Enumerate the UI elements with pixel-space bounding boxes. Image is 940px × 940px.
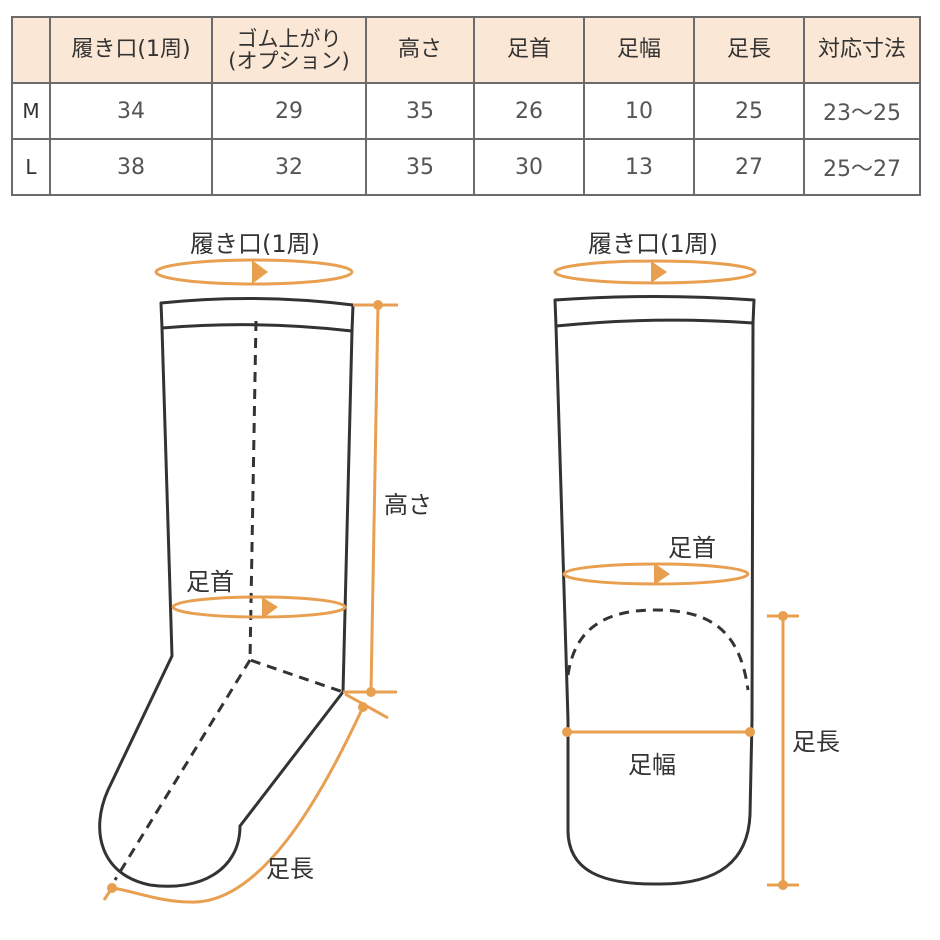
cell-value: 34 [49,82,213,140]
header-height: 高さ [365,16,475,84]
left-sock-diagram [98,258,799,904]
header-blank [11,16,51,84]
cell-value: 23〜25 [803,82,921,140]
right-sock-cuff [553,295,756,328]
left-sock-heel-dash [248,320,344,694]
right-opening-ellipse [553,259,757,285]
cell-value: 30 [473,138,585,196]
row-size-label: L [11,138,51,196]
cell-value: 10 [583,82,695,140]
right-sock-outline [554,321,755,886]
left-ankle-label: 足首 [186,568,234,596]
cell-value: 13 [583,138,695,196]
header-ankle: 足首 [473,16,585,84]
right-sock-toe-dash [566,608,750,691]
left-sock-sole-dash [113,659,252,881]
left-opening-label: 履き口(1周) [190,230,320,258]
left-height-label: 高さ [384,491,432,519]
table-header-row: 履き口(1周) ゴム上がり (オプション) 高さ 足首 足幅 足長 対応寸法 [11,16,921,84]
cell-value: 25 [693,82,805,140]
table-row: L 38 32 35 30 13 27 25〜27 [11,138,921,196]
header-foot-length: 足長 [693,16,805,84]
size-table: 履き口(1周) ゴム上がり (オプション) 高さ 足首 足幅 足長 対応寸法 M… [11,16,921,196]
header-option-line2: (オプション) [228,49,350,73]
right-ankle-label: 足首 [668,534,716,562]
header-fit-size: 対応寸法 [803,16,921,84]
cell-value: 32 [211,138,367,196]
cell-value: 35 [365,82,475,140]
arrow-icon [654,563,670,585]
arrow-icon [262,597,278,619]
cell-value: 29 [211,82,367,140]
right-ankle-ellipse [562,562,750,586]
left-sock-outline [98,326,354,888]
arrow-icon [252,260,268,284]
cell-value: 35 [365,138,475,196]
left-foot-length-label: 足長 [266,855,314,883]
cell-value: 25〜27 [803,138,921,196]
left-foot-length-curve [111,706,365,904]
left-ankle-ellipse [171,595,347,619]
header-opening: 履き口(1周) [49,16,213,84]
right-foot-length-label: 足長 [792,728,840,756]
cell-value: 27 [693,138,805,196]
table-row: M 34 29 35 26 10 25 23〜25 [11,82,921,140]
header-option-line1: ゴム上がり [236,27,342,51]
right-foot-width-label: 足幅 [628,751,676,779]
arrow-icon [651,261,667,283]
left-opening-ellipse [154,258,354,286]
row-size-label: M [11,82,51,140]
cell-value: 26 [473,82,585,140]
header-option: ゴム上がり (オプション) [211,16,367,84]
header-foot-width: 足幅 [583,16,695,84]
right-opening-label: 履き口(1周) [588,230,718,258]
cell-value: 38 [49,138,213,196]
